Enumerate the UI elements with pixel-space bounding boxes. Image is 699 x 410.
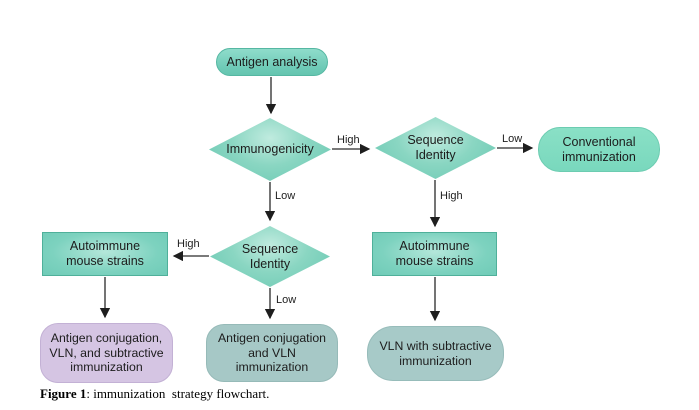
node-label: Antigen conjugation, VLN, and subtractiv… xyxy=(49,331,164,375)
node-antigen-conjugation-vln: Antigen conjugation and VLN immunization xyxy=(206,324,338,382)
edge-label-high: High xyxy=(177,238,200,250)
node-label: Sequence Identity xyxy=(241,241,299,271)
edge-label-low: Low xyxy=(276,294,297,306)
node-label: Antigen conjugation and VLN immunization xyxy=(217,331,327,375)
node-label: Autoimmune mouse strains xyxy=(66,239,144,268)
node-autoimmune-mouse-strains-left: Autoimmune mouse strains xyxy=(42,232,168,276)
edge-label-low: Low xyxy=(275,190,296,202)
figure-caption-label: Figure 1 xyxy=(40,386,87,401)
node-antigen-conjugation-vln-subtractive: Antigen conjugation, VLN, and subtractiv… xyxy=(40,323,173,383)
node-conventional-immunization: Conventional immunization xyxy=(538,127,660,172)
node-vln-with-subtractive: VLN with subtractive immunization xyxy=(367,326,504,381)
figure-caption-text: : immunization strategy flowchart. xyxy=(86,386,270,401)
node-label: Sequence Identity xyxy=(407,133,464,162)
node-label: Immunogenicity xyxy=(226,142,314,157)
edge-label-high: High xyxy=(440,190,463,202)
edge-label-high: High xyxy=(337,134,360,146)
edge-label-low: Low xyxy=(502,133,523,145)
node-label: VLN with subtractive immunization xyxy=(379,339,492,368)
node-antigen-analysis: Antigen analysis xyxy=(216,48,328,76)
figure-caption: Figure 1: immunization strategy flowchar… xyxy=(40,386,269,402)
node-label: Autoimmune mouse strains xyxy=(395,239,474,268)
node-label: Conventional immunization xyxy=(562,134,636,164)
node-label: Antigen analysis xyxy=(226,54,318,69)
node-autoimmune-mouse-strains-right: Autoimmune mouse strains xyxy=(372,232,497,276)
